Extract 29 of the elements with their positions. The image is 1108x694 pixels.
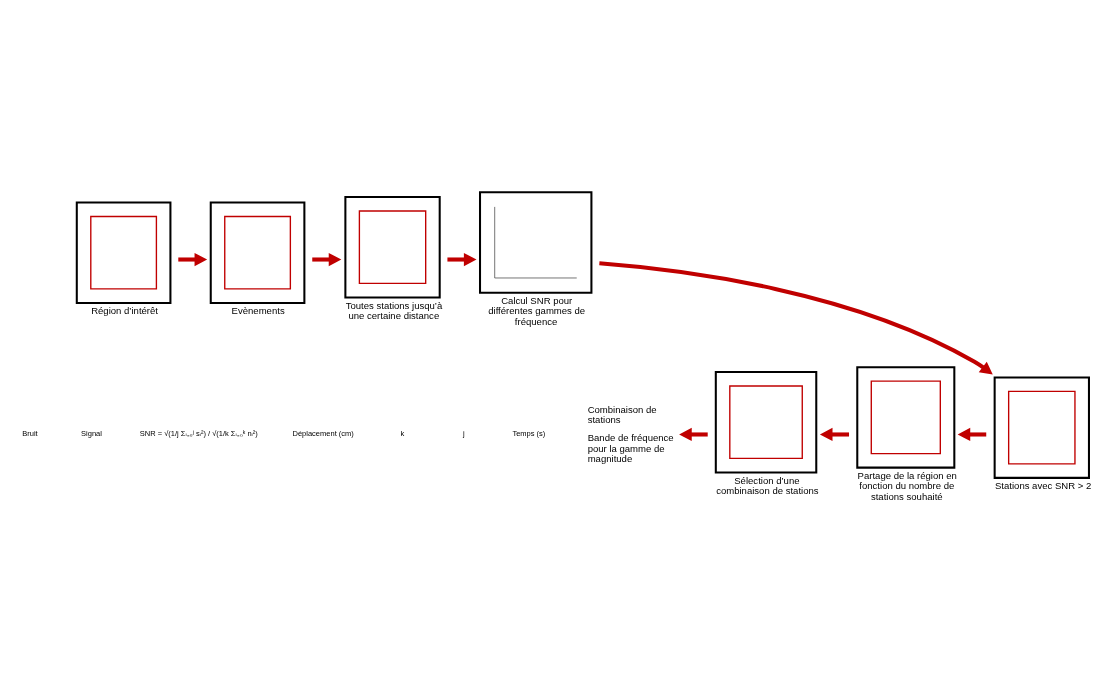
node-label: Stations avec SNR > 2 xyxy=(994,480,1092,492)
node-picture xyxy=(75,201,172,304)
label: Déplacement (cm) xyxy=(292,429,354,439)
label: Temps (s) xyxy=(512,429,546,439)
node-label: Toutes stations jusqu’à une certaine distance xyxy=(345,299,443,322)
arrow xyxy=(447,252,477,267)
arrow xyxy=(819,427,850,442)
node-picture xyxy=(479,191,593,294)
node-label: Région d’intérêt xyxy=(91,305,159,317)
label: Bruit xyxy=(22,429,38,439)
arrow xyxy=(679,427,708,442)
node-label: Calcul SNR pour différentes gammes de fréquence xyxy=(488,295,586,327)
node-picture xyxy=(856,366,956,469)
arrow xyxy=(957,427,987,442)
node-picture xyxy=(344,195,441,299)
node-label: Partage de la région en fonction du nombre de stations souhaité xyxy=(857,470,957,502)
arrow xyxy=(312,252,342,267)
label: j xyxy=(463,429,465,439)
node-label: Evènements xyxy=(231,305,285,317)
node-picture xyxy=(209,201,306,304)
arrow xyxy=(599,261,993,375)
node-label: Sélection d’une combinaison de stations xyxy=(716,474,819,497)
label: k xyxy=(400,429,405,439)
node-picture xyxy=(714,370,818,474)
label: SNR = √(1/j Σᵢ₌₀ʲ sᵢ²) / √(1/k Σᵢ₌₀ᵏ nᵢ²) xyxy=(139,429,258,439)
node-picture xyxy=(993,376,1090,479)
arrow xyxy=(178,252,208,267)
node-text: Combinaison de stations Bande de fréquence pour la gamme de magnitude xyxy=(587,403,674,464)
label: Signal xyxy=(81,429,102,439)
